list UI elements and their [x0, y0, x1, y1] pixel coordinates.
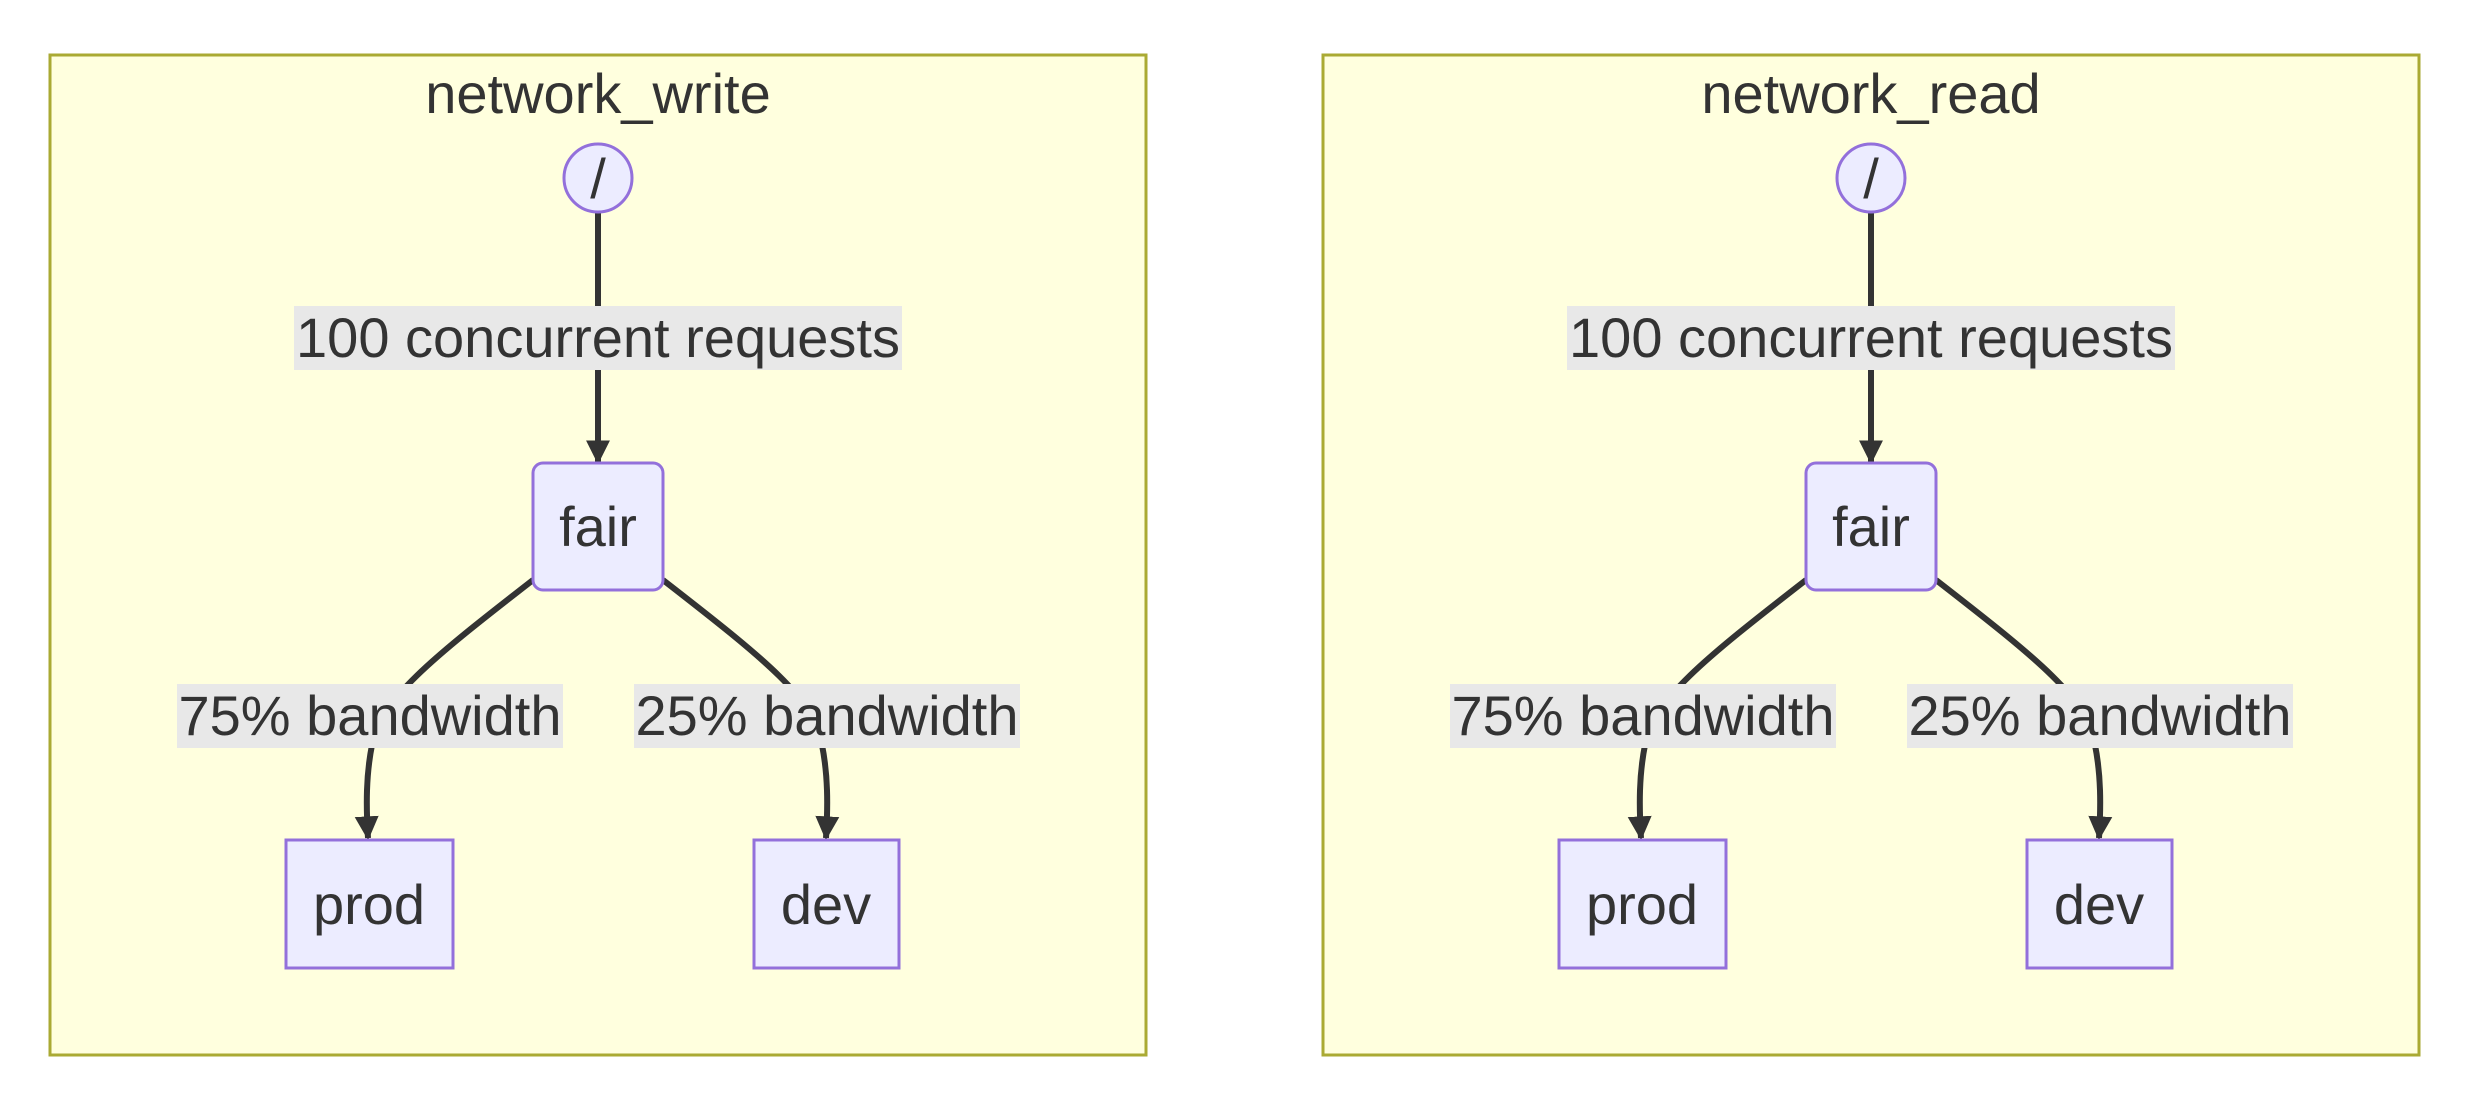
edge-label-prod-bandwidth-text: 75% bandwidth	[179, 684, 562, 747]
node-prod-shape	[1557, 838, 1728, 970]
node-dev-label: dev	[781, 873, 871, 936]
cluster-network-write-title: network_write	[425, 62, 770, 125]
edge-label-dev-bandwidth-text: 25% bandwidth	[636, 684, 1019, 747]
edge-label-prod-bandwidth-bg	[177, 684, 563, 748]
node-root-label: /	[1863, 147, 1879, 210]
cluster-network-write: network_write 100 concurrent requests 75…	[48, 53, 1148, 1057]
node-fair-shape	[531, 461, 665, 592]
edge-label-dev-bandwidth: 25% bandwidth	[634, 684, 1020, 748]
node-fair-shape	[1804, 461, 1938, 592]
edge-label-dev-bandwidth-text: 25% bandwidth	[1909, 684, 2292, 747]
node-fair-label: fair	[559, 495, 637, 558]
edge-label-prod-bandwidth: 75% bandwidth	[177, 684, 563, 748]
node-dev-shape	[2025, 838, 2174, 970]
node-prod-label: prod	[313, 873, 425, 936]
node-root: /	[562, 142, 634, 214]
edge-label-requests-text: 100 concurrent requests	[296, 306, 900, 369]
edge-label-requests-bg	[1567, 306, 2175, 370]
node-dev-label: dev	[2054, 873, 2144, 936]
node-prod: prod	[1557, 838, 1728, 970]
edge-label-prod-bandwidth: 75% bandwidth	[1450, 684, 1836, 748]
edge-label-requests-bg	[294, 306, 902, 370]
cluster-network-read-title: network_read	[1701, 62, 2040, 125]
node-fair: fair	[1804, 461, 1938, 592]
edge-label-prod-bandwidth-text: 75% bandwidth	[1452, 684, 1835, 747]
edge-label-dev-bandwidth-bg	[1907, 684, 2293, 748]
node-prod: prod	[284, 838, 455, 970]
edge-label-dev-bandwidth-bg	[634, 684, 1020, 748]
node-root-label: /	[590, 147, 606, 210]
node-prod-label: prod	[1586, 873, 1698, 936]
node-dev: dev	[752, 838, 901, 970]
node-dev-shape	[752, 838, 901, 970]
cluster-network-read: network_read 100 concurrent requests 75%…	[1321, 53, 2421, 1057]
edge-label-requests: 100 concurrent requests	[1567, 306, 2175, 370]
edge-label-prod-bandwidth-bg	[1450, 684, 1836, 748]
node-fair-label: fair	[1832, 495, 1910, 558]
node-root-shape	[1835, 142, 1907, 214]
node-dev: dev	[2025, 838, 2174, 970]
edge-label-requests-text: 100 concurrent requests	[1569, 306, 2173, 369]
edge-label-dev-bandwidth: 25% bandwidth	[1907, 684, 2293, 748]
edge-label-requests: 100 concurrent requests	[294, 306, 902, 370]
node-root-shape	[562, 142, 634, 214]
node-root: /	[1835, 142, 1907, 214]
node-fair: fair	[531, 461, 665, 592]
node-prod-shape	[284, 838, 455, 970]
